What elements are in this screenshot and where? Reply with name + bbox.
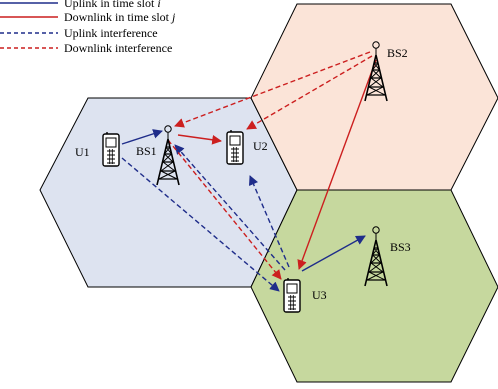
bs1-label: BS1 [136,144,157,158]
legend-label-downlink: Downlink in time slot j [64,10,176,24]
legend-label-downlink-interference: Downlink interference [64,41,172,55]
uplink-interference-u3-bs1 [174,144,286,271]
downlink-interference-bs2-bs1 [174,51,371,128]
bs3-label: BS3 [390,240,411,254]
downlink-bs2-u3 [297,59,377,270]
links [121,51,377,292]
cell-3-hexagon [250,189,498,383]
cell-1-hexagon [39,97,298,288]
uplink-interference-u1-u3 [121,157,280,292]
u1-phone-icon [102,131,120,167]
u3-phone-icon [283,277,301,313]
downlink-bs1-u2 [177,134,222,145]
u2-phone-icon [226,129,244,165]
bs2-label: BS2 [387,46,408,60]
u3-label: U3 [312,288,327,302]
downlink-interference-bs2-u2 [246,55,373,130]
legend-label-uplink-interference: Uplink interference [64,26,158,40]
uplink-u3-bs3 [301,235,366,272]
uplink-interference-u3-u2 [248,175,290,268]
legend-label-uplink: Uplink in time slot i [64,0,161,10]
cell-2-hexagon [250,3,498,191]
downlink-interference-bs1-u3 [167,139,282,280]
u1-label: U1 [75,145,90,159]
u2-label: U2 [253,139,268,153]
uplink-u1-bs1 [121,129,163,145]
legend: Uplink in time slot i Downlink in time s… [0,0,176,55]
